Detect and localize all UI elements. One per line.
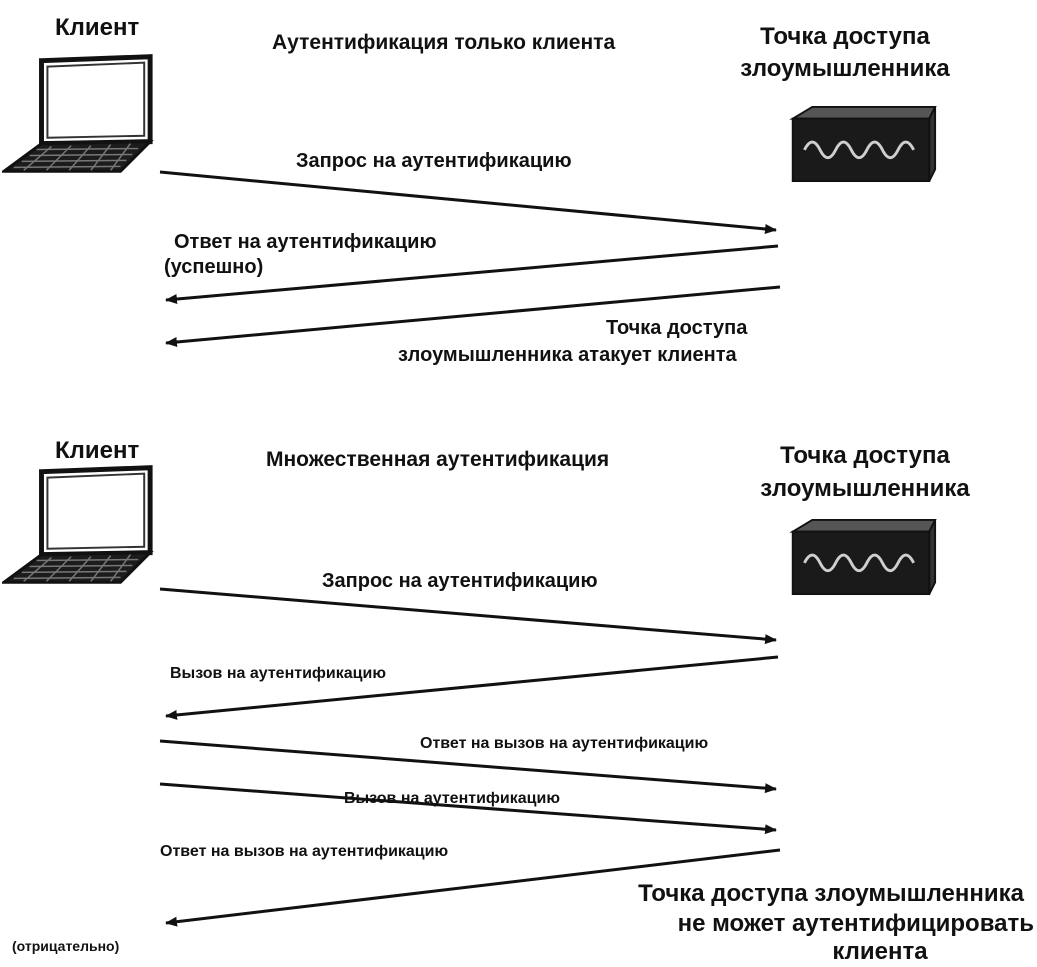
top-title: Аутентификация только клиента [272,31,616,54]
top-ap-label-line1: Точка доступа [760,23,930,50]
bottom-arrow-request [159,587,777,645]
top-arrow2-label-line2: (успешно) [164,256,264,278]
top-arrow1-label: Запрос на аутентификацию [296,150,572,172]
bottom-ap-label-line2: злоумышленника [760,475,970,502]
bottom-arrow-challenge-1 [165,655,779,720]
bottom-result-line3: клиента [832,938,928,965]
bottom-title: Множественная аутентификация [266,448,610,471]
bottom-arrows [159,587,781,927]
bottom-arrow1-label: Запрос на аутентификацию [322,570,598,592]
bottom-ap-label-line1: Точка доступа [780,442,950,469]
bottom-result-line1: Точка доступа злоумышленника [638,880,1024,907]
bottom-arrow4-label: Вызов на аутентификацию [344,790,560,807]
bottom-arrow-response-1 [159,739,777,794]
top-arrows [159,170,781,347]
top-arrow-response [165,244,779,305]
top-ap-label-line2: злоумышленника [740,55,950,82]
top-arrow3-label-line2: злоумышленника атакует клиента [398,344,737,366]
top-arrow-request [159,170,777,234]
bottom-arrow3-label: Ответ на вызов на аутентификацию [420,735,709,752]
top-arrow3-label-line1: Точка доступа [606,317,748,339]
bottom-diagram: Клиент Множественная аутентификация Точк… [0,420,1037,967]
top-client-label: Клиент [55,14,140,41]
bottom-arrow5-label: Ответ на вызов на аутентификацию [160,843,449,860]
top-arrow-attack [165,285,781,347]
top-arrow2-label-line1: Ответ на аутентификацию [174,231,437,253]
bottom-arrow-response-2 [165,848,781,927]
bottom-result-line2: не может аутентифицировать [677,910,1034,937]
bottom-arrow2-label: Вызов на аутентификацию [170,665,386,682]
top-diagram: Клиент Аутентификация только клиента Точ… [0,0,1037,410]
bottom-arrow5-note: (отрицательно) [12,938,120,954]
bottom-arrow-challenge-2 [159,782,777,835]
bottom-client-label: Клиент [55,437,140,464]
